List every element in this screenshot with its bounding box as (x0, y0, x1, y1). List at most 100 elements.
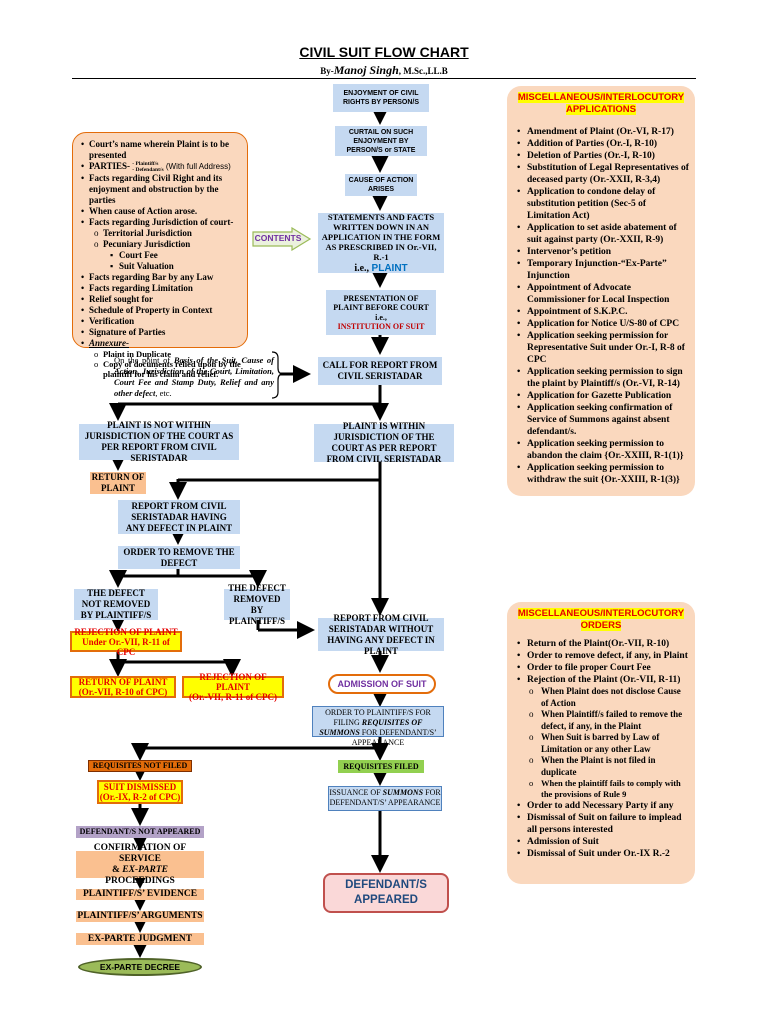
node-exparte-decree: EX-PARTE DECREE (78, 958, 202, 976)
misc-applications-title: MISCELLANEOUS/INTERLOCUTORY APPLICATIONS (513, 92, 689, 116)
title-line: MISCELLANEOUS/INTERLOCUTORY (517, 92, 685, 103)
plaint-contents-panel: Court’s name wherein Plaint is to be pre… (72, 132, 248, 379)
confirm-exparte: EX-PARTE (122, 864, 169, 875)
node-defendants-not-appeared: DEFENDANT/S NOT APPEARED (76, 826, 204, 838)
sub-item: When the plaintiff fails to comply with … (527, 778, 689, 800)
node-report-with-defect: REPORT FROM CIVIL SERISTADAR HAVING ANY … (118, 500, 240, 534)
node-presentation-ie: i.e., (375, 312, 387, 322)
confirm-proceedings: PROCEEDINGS (105, 875, 175, 886)
author-line: By-Manoj Singh, M.Sc.,LL.B (0, 63, 768, 78)
node-defendants-appeared: DEFENDANT/S APPEARED (323, 873, 449, 913)
list-item: Schedule of Property in Context (81, 305, 243, 316)
misc-orders-panel: MISCELLANEOUS/INTERLOCUTORY ORDERS Retur… (507, 602, 695, 884)
issuance-1: ISSUANCE OF (329, 788, 383, 797)
sub-item: Copy of documents relied upon by the pla… (89, 359, 243, 379)
list-item: Application seeking permission to sign t… (517, 366, 689, 390)
def-appeared-2: APPEARED (354, 894, 418, 906)
list-item: Intervenor’s petition (517, 246, 689, 258)
node-requisites-filed: REQUISITES FILED (338, 760, 424, 773)
plaint-contents-list: Court’s name wherein Plaint is to be pre… (79, 139, 243, 379)
node-suit-dismissed: SUIT DISMISSED (Or.-IX, R-2 of CPC) (97, 780, 183, 804)
list-item: Dismissal of Suit on failure to implead … (517, 812, 689, 836)
list-item: Order to file proper Court Fee (517, 662, 689, 674)
ie-label: i.e., (354, 262, 372, 274)
confirm-amp: & (111, 864, 123, 875)
node-cause-of-action: CAUSE OF ACTION ARISES (345, 174, 417, 196)
list-item: Appointment of Advocate Commissioner for… (517, 282, 689, 306)
rejection-label: REJECTION OF PLAINT (74, 626, 178, 637)
institution-label: INSTITUTION OF SUIT (337, 322, 425, 331)
basis-italic: Basis of the Suit, Cause of Action, Juri… (114, 355, 275, 398)
return-rule: (Or.-VII, R-10 of CPC) (78, 687, 168, 697)
list-item: Annexure- (81, 338, 243, 349)
node-return-of-plaint: RETURN OF PLAINT (90, 472, 146, 494)
list-item: Signature of Parties (81, 327, 243, 338)
dismissed-rule: (Or.-IX, R-2 of CPC) (99, 792, 181, 802)
confirm-line2: & EX-PARTE PROCEEDINGS (76, 865, 204, 887)
order-req-3: FOR DEFENDANT/S’ APPEARANCE (351, 728, 437, 747)
basis-suffix: , etc. (155, 388, 172, 398)
misc-orders-title: MISCELLANEOUS/INTERLOCUTORY ORDERS (513, 608, 689, 632)
list-item: Appointment of S.K.P.C. (517, 306, 689, 318)
list-item: Return of the Plaint(Or.-VII, R-10) (517, 638, 689, 650)
node-return-or7-r10: RETURN OF PLAINT (Or.-VII, R-10 of CPC) (70, 676, 176, 698)
node-presentation-text: PRESENTATION OF PLAINT BEFORE COURT (333, 293, 429, 313)
header-rule (72, 78, 696, 79)
issuance-3: FOR DEFENDANT/S’ APPEARANCE (329, 788, 441, 807)
node-admission-of-suit: ADMISSION OF SUIT (328, 674, 436, 694)
list-item: Facts regarding Jurisdiction of court- (81, 217, 243, 228)
list-item: Application seeking permission to withdr… (517, 462, 689, 486)
parties-label: PARTIES- (89, 161, 131, 172)
node-exparte-judgment: EX-PARTE JUDGMENT (76, 933, 204, 945)
list-item: Verification (81, 316, 243, 327)
list-item: When cause of Action arose. (81, 206, 243, 217)
node-order-remove-defect: ORDER TO REMOVE THE DEFECT (118, 546, 240, 569)
list-item: Application for Notice U/S-80 of CPC (517, 318, 689, 330)
list-item: Relief sought for (81, 294, 243, 305)
issuance-2: SUMMONS (382, 788, 424, 797)
list-item: Facts regarding Civil Right and its enjo… (81, 173, 243, 206)
author-suffix: , M.Sc.,LL.B (398, 66, 448, 76)
list-item: Application seeking permission for Repre… (517, 330, 689, 366)
misc-applications-list: Amendment of Plaint (Or.-VI, R-17) Addit… (513, 126, 689, 486)
node-requisites-not-filed: REQUISITES NOT FILED (88, 760, 192, 772)
sub-item: Territorial Jurisdiction (89, 228, 243, 239)
list-item: Admission of Suit (517, 836, 689, 848)
page-title: CIVIL SUIT FLOW CHART (299, 44, 469, 60)
basis-prefix: On the point of (114, 355, 174, 365)
node-enjoyment: ENJOYMENT OF CIVIL RIGHTS BY PERSON/S (333, 84, 429, 112)
list-item: Addition of Parties (Or.-I, R-10) (517, 138, 689, 150)
sub-item: When Plaint does not disclose Cause of A… (527, 686, 689, 709)
by-prefix: By- (320, 66, 334, 76)
list-item: Application seeking confirmation of Serv… (517, 402, 689, 438)
dismissed-label: SUIT DISMISSED (103, 782, 177, 792)
list-item: Application to set aside abatement of su… (517, 222, 689, 246)
sub-item: Plaint in Duplicate (89, 349, 243, 359)
sub-sub-item: Court Fee (89, 250, 243, 261)
basis-note: On the point of Basis of the Suit, Cause… (114, 355, 274, 399)
list-item: Facts regarding Limitation (81, 283, 243, 294)
list-item: Amendment of Plaint (Or.-VI, R-17) (517, 126, 689, 138)
list-item: Deletion of Parties (Or.-I, R-10) (517, 150, 689, 162)
node-confirmation-exparte: CONFIRMATION OF SERVICE & EX-PARTE PROCE… (76, 843, 204, 886)
node-plaintiff-arguments: PLAINTIFF/S’ ARGUMENTS (76, 911, 204, 922)
list-item: Application for Gazette Publication (517, 390, 689, 402)
list-item: Order to add Necessary Party if any (517, 800, 689, 812)
node-defect-removed: THE DEFECT REMOVED BY PLAINTIFF/S (224, 583, 290, 626)
title-line: MISCELLANEOUS/INTERLOCUTORY (517, 608, 685, 619)
parties-note: (With full Address) (165, 162, 231, 172)
list-item: Temporary Injunction-“Ex-Parte” Injuncti… (517, 258, 689, 282)
node-rejection-under-or7-r11: REJECTION OF PLAINT Under Or.-VII, R-11 … (70, 627, 182, 657)
contents-arrow (252, 227, 312, 251)
list-item: Dismissal of Suit under Or.-IX R.-2 (517, 848, 689, 860)
list-item: Application seeking permission to abando… (517, 438, 689, 462)
annexure-label: Annexure- (89, 338, 130, 348)
node-plaint-ie: i.e., PLAINT (354, 262, 407, 275)
node-rejection-or7-r11: REJECTION OF PLAINT (Or.-VII, R-11 of CP… (182, 672, 284, 702)
order-req-2: REQUISITES OF SUMMONS (319, 718, 423, 737)
list-item: PARTIES- - Plaintiff/s - Defendant/s (Wi… (81, 161, 243, 173)
sub-item: When the Plaint is not filed in duplicat… (527, 755, 689, 778)
brace (271, 351, 284, 399)
list-item: Facts regarding Bar by any Law (81, 272, 243, 283)
